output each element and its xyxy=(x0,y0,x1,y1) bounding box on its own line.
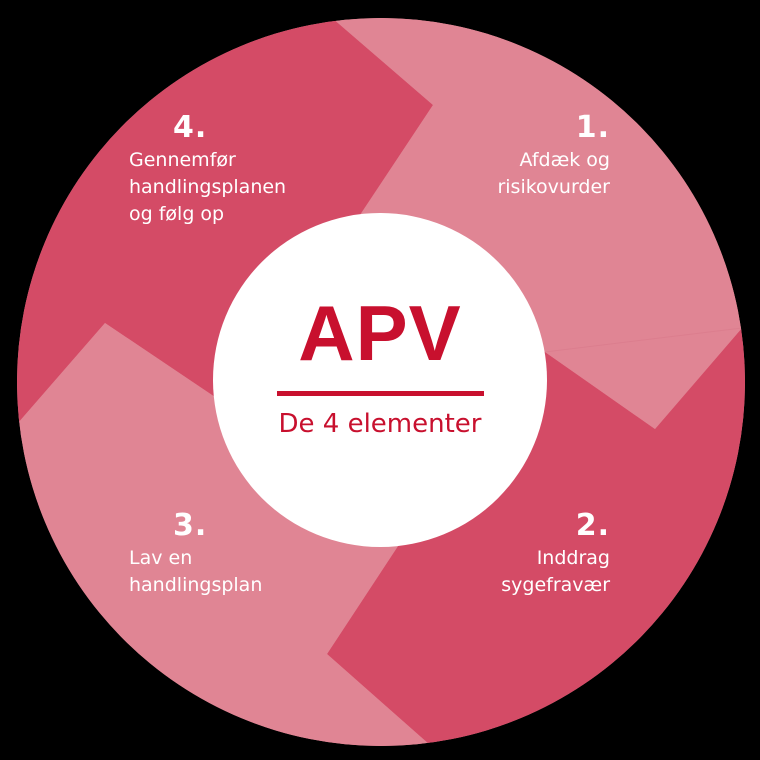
step-3-label: 3. Lav en handlingsplan xyxy=(129,510,329,599)
center-badge: APV De 4 elementer xyxy=(213,213,547,547)
segment-seam xyxy=(544,327,743,353)
step-4-label: 4. Gennemfør handlingsplanen og følg op xyxy=(129,112,349,228)
step-3-number: 3. xyxy=(173,508,208,543)
step-1-line-2: risikovurder xyxy=(497,176,610,198)
step-2-line-1: Inddrag xyxy=(536,547,610,569)
step-2-number: 2. xyxy=(575,508,610,543)
step-3-line-2: handlingsplan xyxy=(129,574,263,596)
step-4-line-3: og følg op xyxy=(129,203,225,225)
step-4-number: 4. xyxy=(173,110,208,145)
step-4-line-1: Gennemfør xyxy=(129,149,236,171)
step-1-line-1: Afdæk og xyxy=(519,149,610,171)
step-2-label: 2. Inddrag sygefravær xyxy=(440,510,610,599)
segment-1-arrowhead xyxy=(545,328,742,429)
step-4-line-2: handlingsplanen xyxy=(129,176,287,198)
center-divider xyxy=(277,391,484,396)
center-subtitle: De 4 elementer xyxy=(278,409,482,439)
step-1-label: 1. Afdæk og risikovurder xyxy=(440,112,610,201)
center-title: APV xyxy=(298,289,462,377)
step-1-number: 1. xyxy=(575,110,610,145)
step-2-line-2: sygefravær xyxy=(501,574,610,596)
step-3-line-1: Lav en xyxy=(129,547,193,569)
